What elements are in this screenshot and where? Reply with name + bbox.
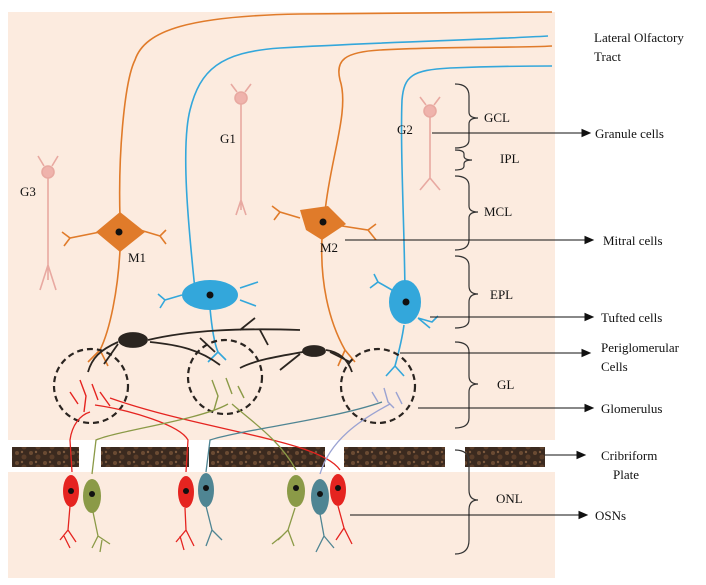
layer-label-epl: EPL [490,287,513,302]
granule-cell-g1 [230,83,252,216]
layer-label-gl: GL [497,377,514,392]
callout-mitral-cells: Mitral cells [603,233,663,248]
osn-teal [198,473,223,547]
lateral-olfactory-tract-axons [118,11,553,301]
callout-osns: OSNs [595,508,626,523]
mitral-cell-m2 [271,205,377,367]
osn-cells [59,473,353,553]
periglomerular-cell-right [239,345,353,373]
granule-cell-g2 [419,96,441,191]
osn-teal [311,479,335,553]
layer-brackets [454,83,479,555]
callout-periglomerular-line2: Cells [601,359,628,374]
layer-label-onl: ONL [496,491,523,506]
glomeruli [52,338,417,425]
osn-olive [271,475,305,547]
callout-cribriform-line1: Cribriform [601,448,657,463]
layer-label-gcl: GCL [484,110,510,125]
granule-cell-g3 [37,155,59,291]
cell-label-g3: G3 [20,184,36,199]
glomerular-terminals [69,377,403,413]
bulb-tissue [8,12,555,440]
cell-label-g2: G2 [397,122,413,137]
tufted-cell-right [369,273,439,377]
osn-red [59,475,79,549]
cell-label-m1: M1 [128,250,146,265]
tufted-cell-left [157,280,259,363]
layer-label-mcl: MCL [484,204,512,219]
callout-lines [345,128,595,520]
tract-label-line1: Lateral Olfactory [594,30,684,45]
cell-label-g1: G1 [220,131,236,146]
callout-periglomerular-line1: Periglomerular [601,340,680,355]
osn-red [175,476,195,551]
callout-glomerulus: Glomerulus [601,401,662,416]
cell-label-m2: M2 [320,240,338,255]
callout-granule-cells: Granule cells [595,126,664,141]
osn-axons [69,397,391,475]
osn-red [330,474,353,545]
tract-label-line2: Tract [594,49,621,64]
cribriform-plate [12,447,545,467]
callout-tufted-cells: Tufted cells [601,310,662,325]
callout-cribriform-line2: Plate [613,467,639,482]
osn-olive [83,479,111,553]
layer-label-ipl: IPL [500,151,520,166]
tract-label: Lateral Olfactory Tract [594,30,684,64]
